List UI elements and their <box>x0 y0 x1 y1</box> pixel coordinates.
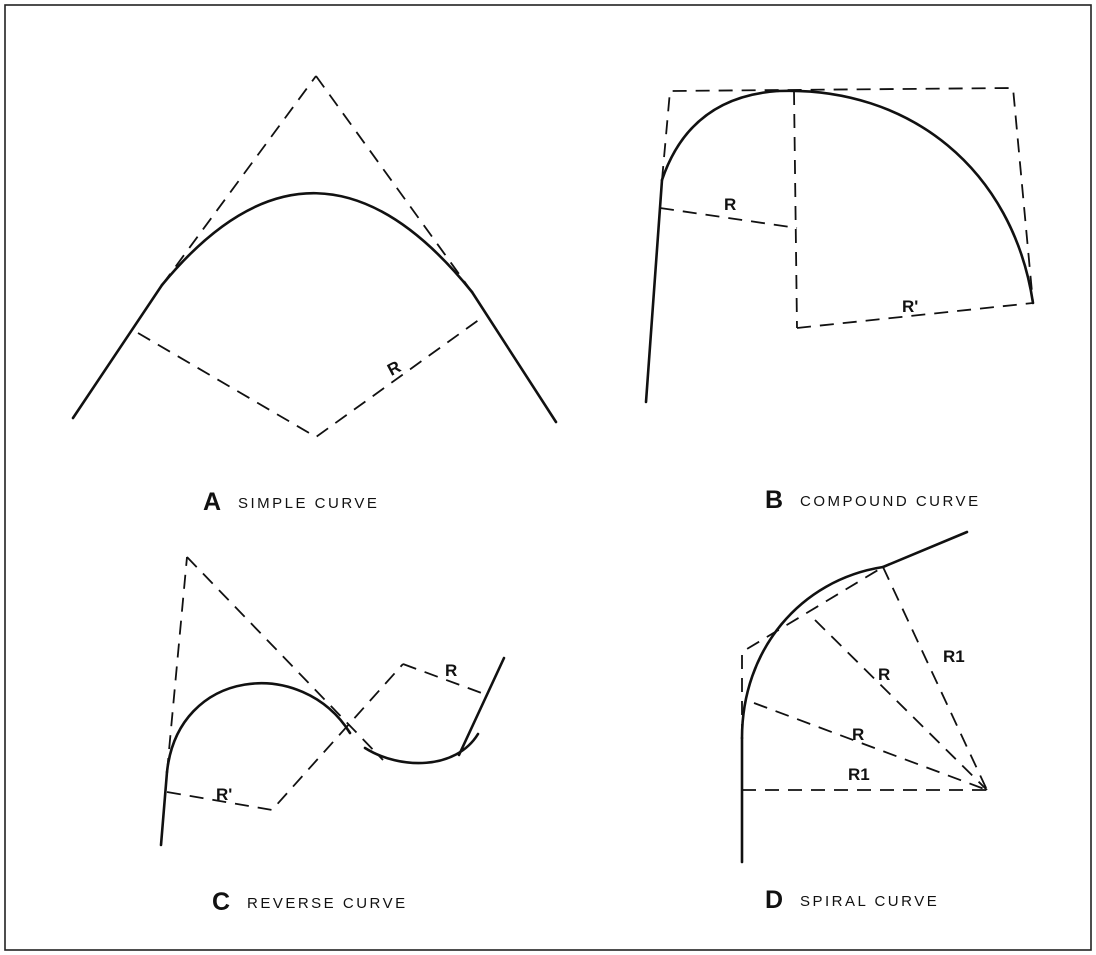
panel-b-common-radius <box>793 90 798 329</box>
panel-b-radius-label-r: R <box>724 195 736 214</box>
panel-d-radius-label-r1-bottom: R1 <box>848 765 870 784</box>
panel-b-compound-curve: R R' <box>644 87 1035 404</box>
panel-c-approach-left <box>159 770 169 847</box>
panel-a-curve <box>160 191 474 294</box>
panel-b-curve-large <box>776 89 1035 305</box>
panel-d-approach-top <box>881 530 969 569</box>
panel-a-letter: A <box>203 488 221 516</box>
panel-c-tangent-left <box>166 556 188 773</box>
panel-c-approach-right <box>457 656 506 757</box>
panel-c-curve-left <box>165 682 352 774</box>
panel-a-approach-left <box>71 283 164 420</box>
panel-a-simple-curve: R <box>71 75 558 439</box>
panel-a-radii <box>137 318 481 439</box>
panel-c-letter: C <box>212 888 230 916</box>
panel-b-approach <box>644 178 664 404</box>
panel-d-spiral-curve: R1 R R R1 <box>740 530 988 864</box>
panel-a-title: SIMPLE CURVE <box>238 495 379 512</box>
panel-b-radius-large <box>796 302 1034 329</box>
panel-b-radius-small <box>659 207 798 229</box>
panel-b-tangent-polygon <box>661 87 1034 304</box>
figure-border <box>4 4 1092 951</box>
panel-d-title: SPIRAL CURVE <box>800 893 939 910</box>
panel-b-curve-small <box>660 89 780 182</box>
panel-d-radius-label-r-lower: R <box>852 725 864 744</box>
panel-c-curve-right <box>363 732 480 765</box>
panel-d-letter: D <box>765 886 783 914</box>
panel-c-title: REVERSE CURVE <box>247 895 408 912</box>
panel-b-letter: B <box>765 486 783 514</box>
panel-d-radius-label-r1-top: R1 <box>943 647 965 666</box>
panel-c-radius-right <box>402 663 488 696</box>
panel-d-radius-2 <box>753 702 988 791</box>
panel-d-curve <box>740 565 885 740</box>
panel-d-radius-3 <box>814 619 988 791</box>
panel-b-radius-label-r-prime: R' <box>902 297 918 316</box>
panel-c-radius-left <box>166 663 404 811</box>
panel-a-approach-right <box>470 290 558 424</box>
panel-d-radius-label-r-upper: R <box>878 665 890 684</box>
panel-b-title: COMPOUND CURVE <box>800 493 981 510</box>
panel-d-tangent-polygon <box>741 566 884 738</box>
panel-a-tangent-right <box>315 75 473 293</box>
panel-c-tangent-long <box>186 556 384 761</box>
panel-c-reverse-curve: R' R <box>159 556 506 847</box>
panel-c-radius-label-r-prime: R' <box>216 785 232 804</box>
panel-c-radius-label-r: R <box>445 661 457 680</box>
panel-a-tangent-left <box>161 75 317 286</box>
panel-d-radius-4 <box>882 566 988 791</box>
